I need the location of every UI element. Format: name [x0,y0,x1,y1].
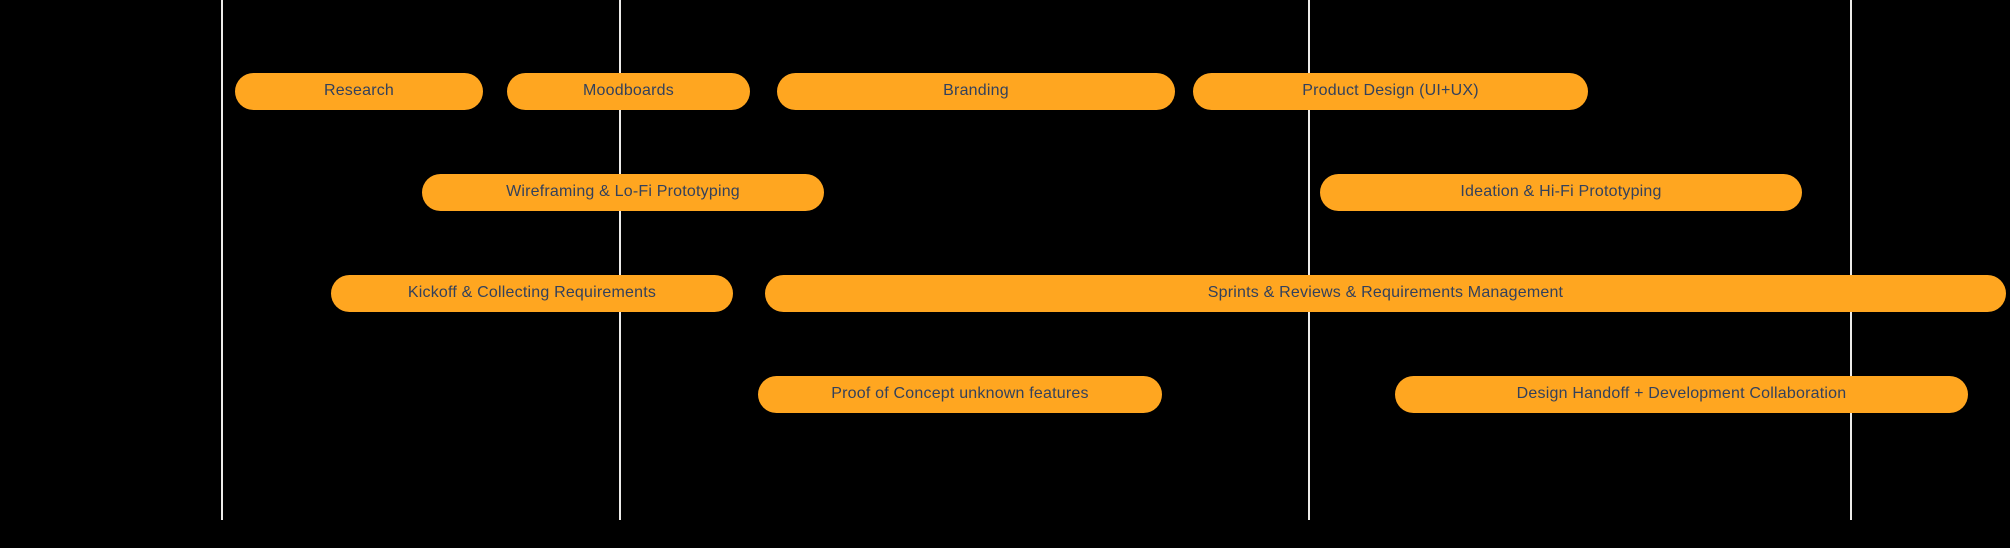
task-pill: Branding [777,73,1175,110]
task-pill: Moodboards [507,73,750,110]
task-pill: Proof of Concept unknown features [758,376,1162,413]
task-pill-label: Proof of Concept unknown features [831,385,1089,402]
task-pill: Wireframing & Lo-Fi Prototyping [422,174,824,211]
task-pill: Design Handoff + Development Collaborati… [1395,376,1968,413]
task-pill-label: Research [323,82,395,99]
phase-divider-line [619,0,621,520]
task-pill-label: Wireframing & Lo-Fi Prototyping [506,183,740,200]
task-pill-label: Sprints & Reviews & Requirements Managem… [1207,284,1564,301]
task-pill: Ideation & Hi-Fi Prototyping [1320,174,1802,211]
task-pill-label: Ideation & Hi-Fi Prototyping [1460,183,1662,200]
task-pill: Sprints & Reviews & Requirements Managem… [765,275,2006,312]
task-pill: Kickoff & Collecting Requirements [331,275,733,312]
phase-divider-line [1308,0,1310,520]
phase-divider-line [1850,0,1852,520]
task-pill: Product Design (UI+UX) [1193,73,1588,110]
task-pill-label: Branding [943,82,1009,99]
task-pill-label: Kickoff & Collecting Requirements [407,284,657,301]
task-pill: Research [235,73,483,110]
task-pill-label: Design Handoff + Development Collaborati… [1516,385,1847,402]
task-pill-label: Moodboards [583,82,674,99]
task-pill-label: Product Design (UI+UX) [1302,82,1479,99]
phase-divider-line [221,0,223,520]
